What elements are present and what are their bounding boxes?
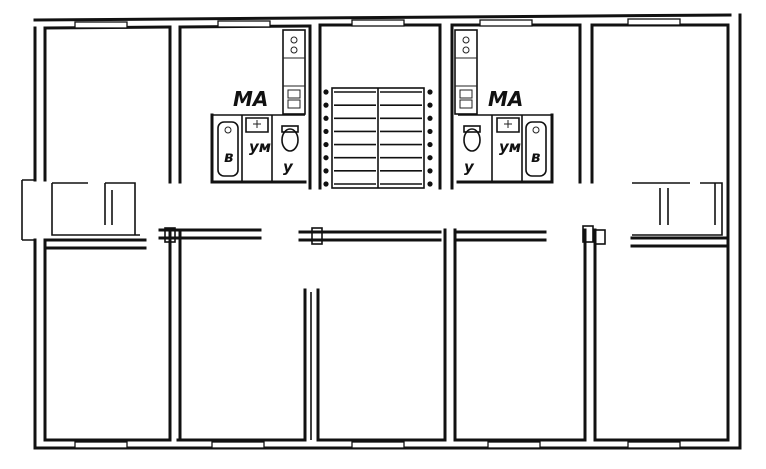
- stair-railing-dot: [427, 129, 432, 134]
- right-sink-label: ум: [499, 138, 521, 156]
- right-toilet-label: у: [464, 158, 475, 176]
- stair-railing-dot: [427, 168, 432, 173]
- right-niche: [632, 183, 722, 235]
- window-top-5: [628, 19, 680, 25]
- left-sanitary-unit: МА в ум у: [212, 30, 305, 182]
- stair-railing-dot: [323, 103, 328, 108]
- window-bottom-5: [628, 442, 680, 448]
- stair-railing-dot: [323, 181, 328, 186]
- window-bottom-1: [75, 442, 127, 448]
- window-top-1: [75, 22, 127, 28]
- window-bottom-3: [352, 442, 404, 448]
- stair-railing-dot: [427, 155, 432, 160]
- stair-railing-dot: [427, 142, 432, 147]
- right-bath-label: в: [531, 148, 541, 166]
- window-bottom-4: [488, 442, 540, 448]
- left-niche: [52, 183, 140, 235]
- window-top-2: [218, 21, 270, 27]
- stair-railing-dot: [323, 129, 328, 134]
- window-top-3: [352, 20, 404, 26]
- right-corridor-label: МА: [488, 87, 523, 111]
- stair-railing-dot: [323, 142, 328, 147]
- staircase: [323, 88, 432, 188]
- left-bath-label: в: [224, 148, 234, 166]
- window-bottom-2: [212, 442, 264, 448]
- stair-railing-dot: [427, 116, 432, 121]
- left-corridor-label: МА: [233, 87, 268, 111]
- left-toilet-label: у: [283, 158, 294, 176]
- stair-railing-dot: [427, 89, 432, 94]
- stair-railing-dot: [427, 103, 432, 108]
- stair-railing-dot: [323, 116, 328, 121]
- stair-railing-dot: [323, 168, 328, 173]
- stair-railing-dot: [427, 181, 432, 186]
- right-sanitary-unit: МА в ум у: [455, 30, 552, 182]
- corridor-walls: [45, 226, 728, 248]
- stair-railing-dot: [323, 155, 328, 160]
- window-top-4: [480, 20, 532, 26]
- stair-railing-dot: [323, 89, 328, 94]
- left-sink-label: ум: [249, 138, 271, 156]
